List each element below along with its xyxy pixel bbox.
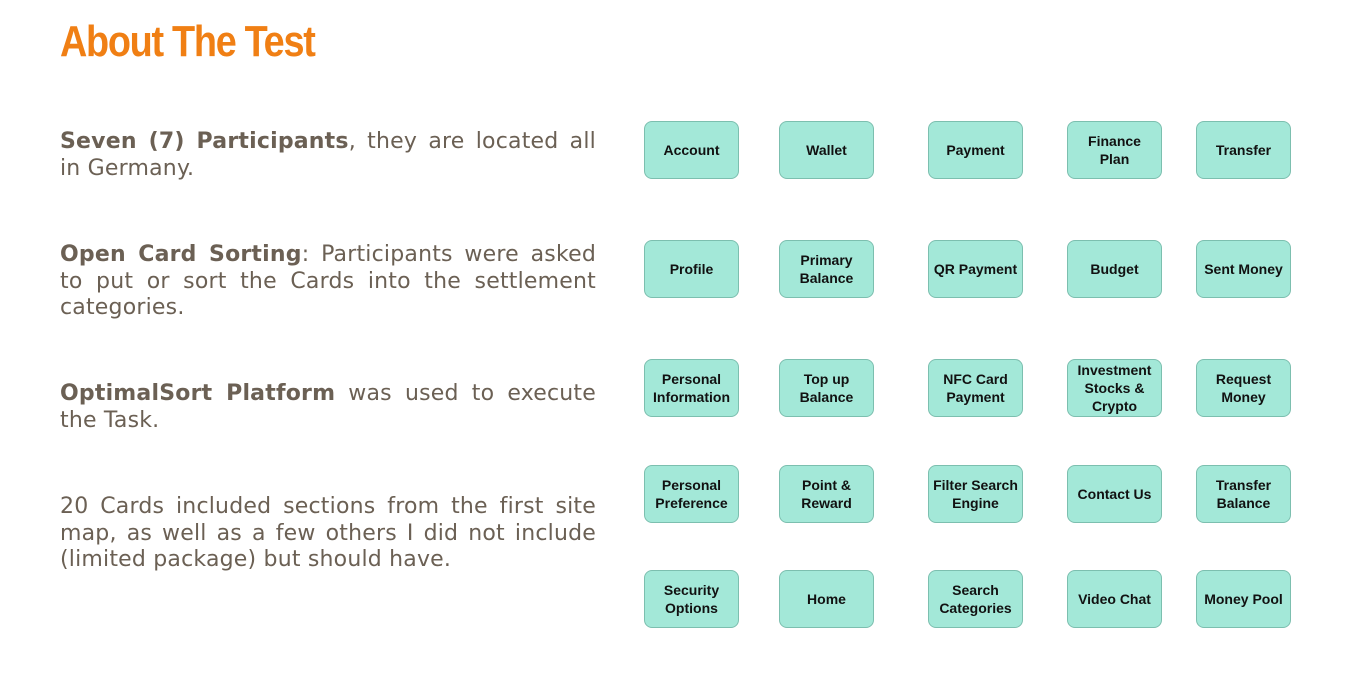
card-budget: Budget xyxy=(1067,240,1162,298)
card-transfer-balance: Transfer Balance xyxy=(1196,465,1291,523)
card-money-pool: Money Pool xyxy=(1196,570,1291,628)
card-primary-balance: Primary Balance xyxy=(779,240,874,298)
card-personal-information: Personal Information xyxy=(644,359,739,417)
participants-paragraph: Seven (7) Participants, they are located… xyxy=(60,129,596,182)
cards-paragraph: 20 Cards included sections from the firs… xyxy=(60,494,596,572)
card-wallet: Wallet xyxy=(779,121,874,179)
card-contact-us: Contact Us xyxy=(1067,465,1162,523)
card-search-categories: Search Categories xyxy=(928,570,1023,628)
card-finance-plan: Finance Plan xyxy=(1067,121,1162,179)
card-investment-stocks-crypto: Investment Stocks & Crypto xyxy=(1067,359,1162,417)
card-transfer: Transfer xyxy=(1196,121,1291,179)
card-payment: Payment xyxy=(928,121,1023,179)
card-nfc-card-payment: NFC Card Payment xyxy=(928,359,1023,417)
platform-paragraph: OptimalSort Platform was used to execute… xyxy=(60,381,596,434)
card-account: Account xyxy=(644,121,739,179)
participants-highlight: Seven (7) Participants xyxy=(60,129,349,154)
card-request-money: Request Money xyxy=(1196,359,1291,417)
card-sorting-highlight: Open Card Sorting xyxy=(60,242,302,267)
card-qr-payment: QR Payment xyxy=(928,240,1023,298)
participants-text: , they are located all in Germany. xyxy=(60,129,596,181)
platform-text: was used to execute the Task. xyxy=(60,381,596,433)
card-security-options: Security Options xyxy=(644,570,739,628)
card-profile: Profile xyxy=(644,240,739,298)
card-point-reward: Point & Reward xyxy=(779,465,874,523)
card-video-chat: Video Chat xyxy=(1067,570,1162,628)
card-sent-money: Sent Money xyxy=(1196,240,1291,298)
card-personal-preference: Personal Preference xyxy=(644,465,739,523)
platform-highlight: OptimalSort Platform xyxy=(60,381,336,406)
card-home: Home xyxy=(779,570,874,628)
card-top-up-balance: Top up Balance xyxy=(779,359,874,417)
page-title: About The Test xyxy=(60,17,316,66)
card-sorting-text: : Participants were asked to put or sort… xyxy=(60,242,596,320)
card-filter-search-engine: Filter Search Engine xyxy=(928,465,1023,523)
card-sorting-paragraph: Open Card Sorting: Participants were ask… xyxy=(60,242,596,322)
